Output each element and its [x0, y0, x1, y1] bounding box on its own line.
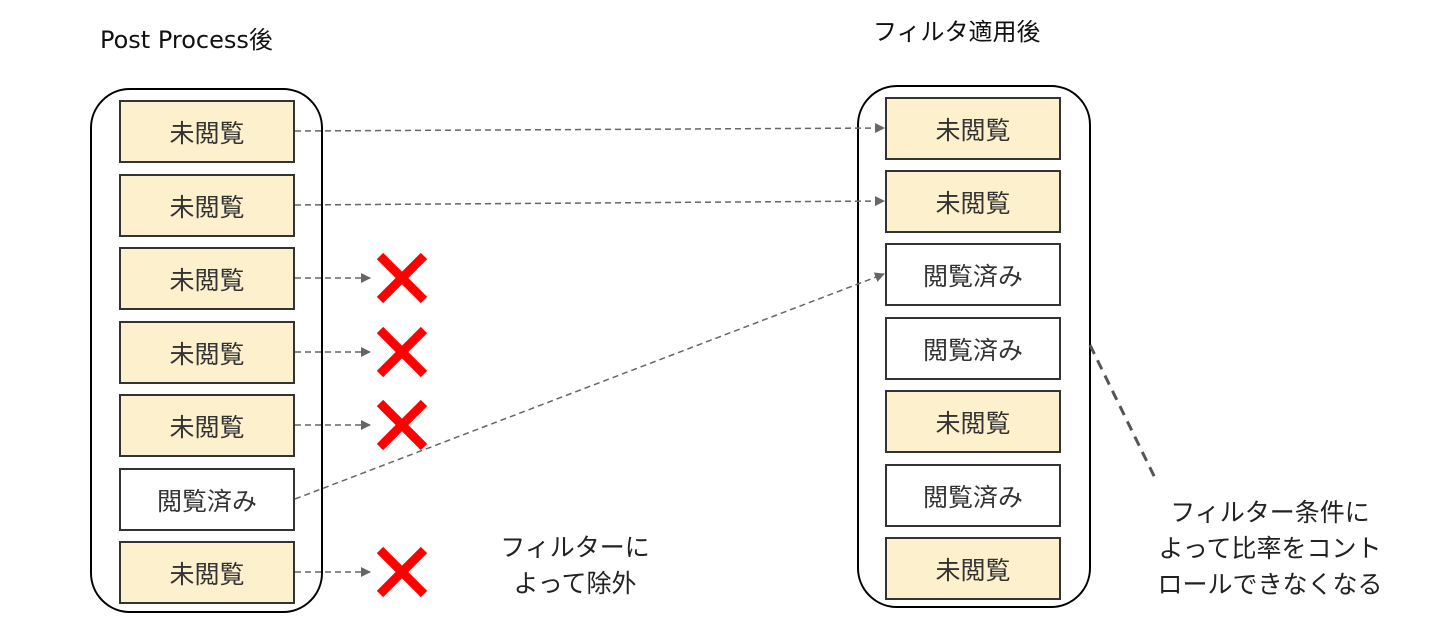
cross-icon	[376, 252, 428, 304]
left-title: Post Process後	[100, 26, 273, 54]
right-title: フィルタ適用後	[873, 18, 1041, 46]
right-item-unread: 未閲覧	[885, 390, 1061, 453]
right-item-unread: 未閲覧	[885, 537, 1061, 600]
excluded-note: フィルターに よって除外	[500, 533, 650, 598]
post-process-list	[90, 88, 323, 613]
ratio-note: フィルター条件に よって比率をコント ロールできなくなる	[1157, 498, 1383, 599]
left-item-unread: 未閲覧	[119, 321, 295, 384]
right-item-read: 閲覧済み	[885, 243, 1061, 306]
ratio-note-connector	[1088, 344, 1157, 479]
left-item-unread: 未閲覧	[119, 394, 295, 457]
right-item-read: 閲覧済み	[885, 317, 1061, 380]
left-item-unread: 未閲覧	[119, 100, 295, 163]
move-arrow	[294, 272, 885, 500]
move-arrow	[294, 123, 885, 134]
cross-icon	[376, 399, 428, 451]
cross-icon	[376, 546, 428, 598]
right-item-read: 閲覧済み	[885, 464, 1061, 527]
right-item-unread: 未閲覧	[885, 170, 1061, 233]
right-item-unread: 未閲覧	[885, 97, 1061, 160]
move-arrow	[294, 196, 885, 207]
left-item-unread: 未閲覧	[119, 541, 295, 604]
left-item-unread: 未閲覧	[119, 247, 295, 310]
left-item-read: 閲覧済み	[119, 468, 295, 531]
left-item-unread: 未閲覧	[119, 174, 295, 237]
cross-icon	[376, 326, 428, 378]
